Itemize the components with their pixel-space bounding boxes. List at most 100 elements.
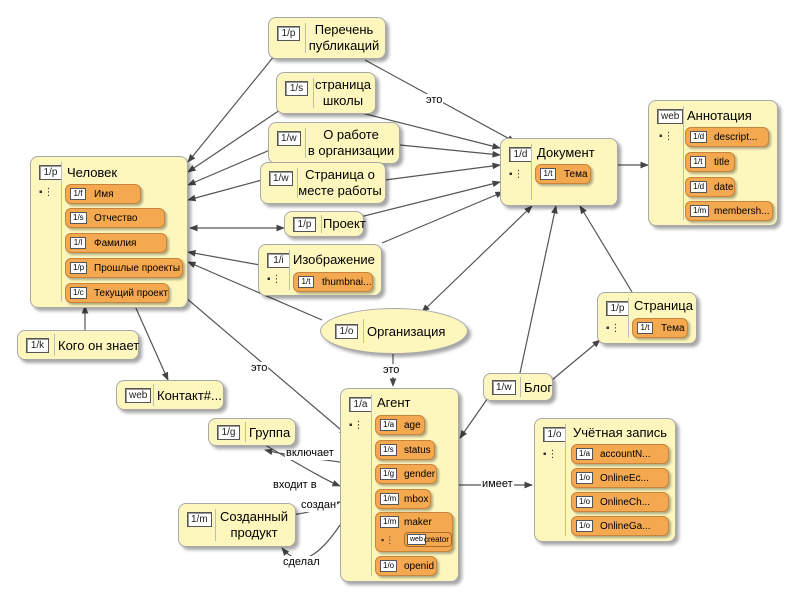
- attribute-chip[interactable]: 1/t thumbnai...: [293, 272, 373, 292]
- node-annot[interactable]: web ▪⋮ Аннотация 1/d descript... 1/t tit…: [648, 100, 778, 226]
- attribute-chip[interactable]: 1/p Прошлые проекты: [65, 258, 183, 278]
- node-gruppa[interactable]: 1/g Группа: [208, 418, 296, 446]
- attribute-badge: 1/a: [576, 448, 594, 460]
- attribute-chip[interactable]: 1/t Тема: [535, 164, 591, 184]
- attribute-badge: 1/a: [380, 419, 398, 431]
- attribute-badge: 1/c: [70, 287, 87, 299]
- edge-chelovek-agent: [164, 279, 348, 436]
- attributes-icon: ▪⋮: [267, 274, 283, 285]
- node-title: Созданный продукт: [220, 509, 288, 540]
- attribute-chip[interactable]: 1/l Фамилия: [65, 233, 167, 253]
- node-title: Проект: [323, 216, 366, 231]
- sub-attribute-chip[interactable]: web creator: [404, 532, 452, 547]
- node-rabota[interactable]: 1/w О работе в организации: [268, 122, 400, 164]
- node-badge: 1/i: [267, 253, 290, 268]
- attribute-badge: 1/t: [690, 156, 706, 168]
- node-org[interactable]: 1/o Организация: [320, 308, 468, 354]
- attribute-label: membersh...: [714, 206, 770, 217]
- attribute-badge: web: [407, 534, 426, 545]
- node-badge: 1/k: [26, 338, 49, 353]
- attributes-icon: ▪⋮: [509, 169, 525, 180]
- attribute-badge: 1/m: [380, 516, 400, 528]
- attributes-icon: ▪⋮: [543, 449, 559, 460]
- node-title: Человек: [67, 165, 118, 180]
- node-title: Страница: [634, 298, 693, 313]
- node-badge: 1/o: [543, 427, 566, 442]
- attribute-label: descript...: [714, 132, 758, 143]
- attribute-chip[interactable]: 1/s Отчество: [65, 208, 165, 228]
- node-badge: 1/g: [217, 425, 240, 440]
- attribute-badge: 1/l: [70, 237, 86, 249]
- attribute-chip[interactable]: 1/o openid: [375, 556, 437, 576]
- attribute-chip[interactable]: 1/o OnlineCh...: [571, 492, 669, 512]
- edge-rabota-chelovek: [187, 149, 271, 186]
- attribute-label: accountN...: [600, 449, 651, 460]
- attribute-badge: 1/t: [298, 276, 314, 288]
- node-sozdan[interactable]: 1/m Созданный продукт: [178, 503, 296, 547]
- attribute-chip[interactable]: 1/a age: [375, 415, 425, 435]
- attribute-label: maker: [404, 517, 432, 528]
- node-mesto[interactable]: 1/w Страница о месте работы: [260, 162, 386, 204]
- attribute-chip[interactable]: 1/s status: [375, 440, 435, 460]
- node-badge: 1/p: [39, 165, 62, 180]
- edge-label-sozdan: создан: [300, 499, 338, 512]
- node-izobr[interactable]: 1/i ▪⋮ Изображение 1/t thumbnai...: [258, 244, 382, 296]
- node-dokument[interactable]: 1/d ▪⋮ Документ 1/t Тема: [500, 138, 618, 206]
- node-badge: 1/m: [187, 512, 212, 527]
- node-badge: 1/p: [277, 26, 300, 41]
- attribute-chip[interactable]: 1/a accountN...: [571, 444, 669, 464]
- node-shkola[interactable]: 1/s страница школы: [276, 72, 376, 114]
- node-uchet[interactable]: 1/o ▪⋮ Учётная запись 1/a accountN... 1/…: [534, 418, 676, 542]
- edge-label-eto-doc: это: [425, 94, 444, 107]
- node-znaet[interactable]: 1/k Кого он знает: [17, 330, 139, 360]
- node-title: Блог: [524, 380, 553, 395]
- attribute-label: openid: [404, 561, 435, 572]
- attributes-icon: ▪⋮: [349, 420, 365, 431]
- attribute-chip[interactable]: 1/m mbox: [375, 489, 431, 509]
- edge-mesto-chelovek: [187, 179, 263, 202]
- attribute-badge: 1/f: [70, 188, 86, 200]
- node-proekt[interactable]: 1/p Проект: [284, 211, 366, 237]
- node-agent[interactable]: 1/a ▪⋮ Агент 1/a age 1/s status 1/g gend…: [340, 388, 459, 582]
- node-title: Документ: [537, 145, 595, 160]
- attribute-label: creator: [424, 535, 449, 544]
- attribute-chip[interactable]: 1/o OnlineGa...: [571, 516, 669, 536]
- attribute-chip[interactable]: 1/t Тема: [632, 318, 688, 338]
- node-perechen[interactable]: 1/p Перечень публикаций: [268, 17, 386, 59]
- attribute-badge: 1/o: [576, 520, 594, 532]
- node-chelovek[interactable]: 1/p ▪⋮ Человек 1/f Имя 1/s Отчество 1/l …: [30, 156, 188, 308]
- attribute-chip[interactable]: 1/c Текущий проект: [65, 283, 169, 303]
- attribute-badge: 1/p: [70, 262, 88, 274]
- node-title: Аннотация: [687, 108, 752, 123]
- attribute-chip[interactable]: 1/t title: [685, 152, 735, 172]
- attribute-label: Тема: [661, 323, 685, 334]
- attribute-label: gender: [404, 469, 436, 480]
- attribute-badge: 1/o: [576, 472, 594, 484]
- edge-proekt-dokument: [339, 180, 501, 224]
- attribute-label: date: [714, 182, 734, 193]
- attribute-label: Отчество: [94, 213, 138, 224]
- attribute-chip[interactable]: 1/d descript...: [685, 127, 769, 147]
- node-blog[interactable]: 1/w Блог: [483, 373, 553, 401]
- edge-izobr-dokument: [381, 191, 504, 244]
- edge-org-chelovek: [187, 261, 323, 321]
- attribute-badge: 1/m: [690, 205, 710, 217]
- attribute-chip[interactable]: 1/g gender: [375, 464, 437, 484]
- node-stranica[interactable]: 1/p ▪⋮ Страница 1/t Тема: [597, 292, 697, 344]
- node-kontakt[interactable]: web Контакт#...: [116, 380, 224, 410]
- node-badge: 1/w: [269, 171, 293, 186]
- attribute-chip[interactable]: 1/f Имя: [65, 184, 141, 204]
- attribute-chip[interactable]: 1/o OnlineEc...: [571, 468, 669, 488]
- edge-blog-dokument: [519, 205, 558, 374]
- attribute-chip[interactable]: 1/d date: [685, 177, 735, 197]
- attribute-chip[interactable]: 1/m membersh...: [685, 201, 773, 221]
- attribute-badge: 1/t: [540, 168, 556, 180]
- edge-gruppa-agent: [264, 444, 341, 487]
- attribute-chip-maker[interactable]: 1/m maker ▪⋮ web creator: [375, 512, 453, 552]
- attribute-label: Тема: [564, 169, 588, 180]
- attribute-label: mbox: [404, 494, 429, 505]
- attribute-badge: 1/s: [70, 212, 87, 224]
- node-title: Контакт#...: [157, 388, 222, 403]
- attribute-label: OnlineGa...: [600, 521, 651, 532]
- attribute-badge: 1/d: [690, 181, 708, 193]
